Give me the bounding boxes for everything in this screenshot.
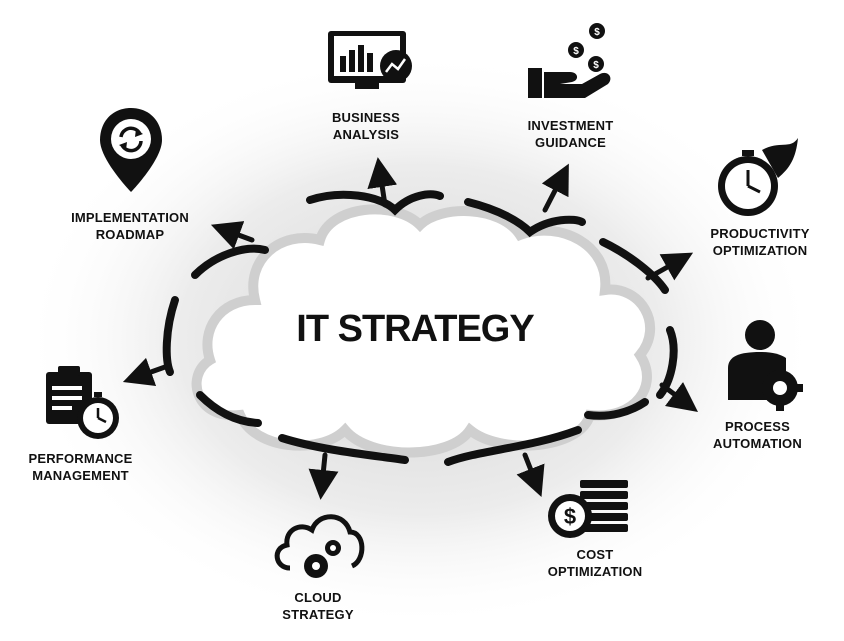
label-line: PROCESS (725, 419, 790, 434)
label-productivity-optimization: PRODUCTIVITY OPTIMIZATION (700, 225, 820, 259)
label-line: INVESTMENT (527, 118, 614, 133)
arc-right (656, 326, 678, 399)
clipboard-timer-icon (46, 366, 119, 439)
cloud-outline-arcs (162, 190, 678, 466)
arrows (122, 157, 698, 500)
label-line: STRATEGY (282, 607, 354, 622)
label-line: PRODUCTIVITY (710, 226, 810, 241)
arc-left (162, 296, 179, 376)
arc-top (306, 190, 444, 216)
label-line: AUTOMATION (713, 436, 802, 451)
label-cost-optimization: COST OPTIMIZATION (535, 546, 655, 580)
label-line: GUIDANCE (535, 135, 606, 150)
stopwatch-icon (718, 138, 798, 216)
svg-text:$: $ (573, 46, 579, 57)
arrow-productivity-optimization (645, 252, 694, 281)
label-line: PERFORMANCE (28, 451, 133, 466)
svg-text:$: $ (593, 60, 599, 71)
hand-coins-icon: $ $ $ (528, 23, 611, 98)
label-process-automation: PROCESS AUTOMATION (700, 418, 815, 452)
arrow-performance-management (122, 357, 168, 387)
monitor-chart-icon (328, 31, 412, 89)
arc-top-right (464, 198, 586, 238)
arrow-cost-optimization (516, 452, 545, 497)
arc-bottom-right (444, 426, 582, 466)
label-line: MANAGEMENT (32, 468, 129, 483)
arrow-implementation-roadmap (210, 221, 255, 250)
arrow-cloud-strategy (308, 452, 339, 500)
central-cloud (191, 204, 655, 458)
label-business-analysis: BUSINESS ANALYSIS (316, 109, 416, 143)
arc-right-lower (584, 398, 649, 420)
label-performance-management: PERFORMANCE MANAGEMENT (18, 450, 143, 484)
arc-bottom (278, 434, 409, 464)
arrow-business-analysis (367, 157, 398, 208)
location-pin-refresh-icon (100, 108, 162, 192)
arrow-process-automation (659, 382, 698, 412)
label-line: BUSINESS (331, 110, 401, 125)
arrow-investment-guidance (541, 163, 569, 213)
label-line: IMPLEMENTATION (71, 210, 189, 225)
label-line: OPTIMIZATION (712, 243, 808, 258)
dollar-coins-icon: $ (548, 480, 628, 538)
arc-bottom-left (196, 391, 262, 427)
label-line: ROADMAP (95, 227, 165, 242)
label-implementation-roadmap: IMPLEMENTATION ROADMAP (60, 209, 200, 243)
arc-top-left (191, 244, 269, 279)
label-investment-guidance: INVESTMENT GUIDANCE (513, 117, 628, 151)
label-line: COST (576, 547, 614, 562)
label-line: CLOUD (294, 590, 342, 605)
arc-right-upper (599, 238, 669, 294)
user-gear-icon (728, 320, 803, 411)
cloud-gears-icon (274, 514, 365, 578)
central-title: IT STRATEGY (296, 308, 534, 350)
label-line: OPTIMIZATION (547, 564, 643, 579)
label-line: ANALYSIS (332, 127, 400, 142)
svg-text:$: $ (564, 504, 576, 529)
label-cloud-strategy: CLOUD STRATEGY (268, 589, 368, 623)
svg-text:$: $ (594, 27, 600, 38)
